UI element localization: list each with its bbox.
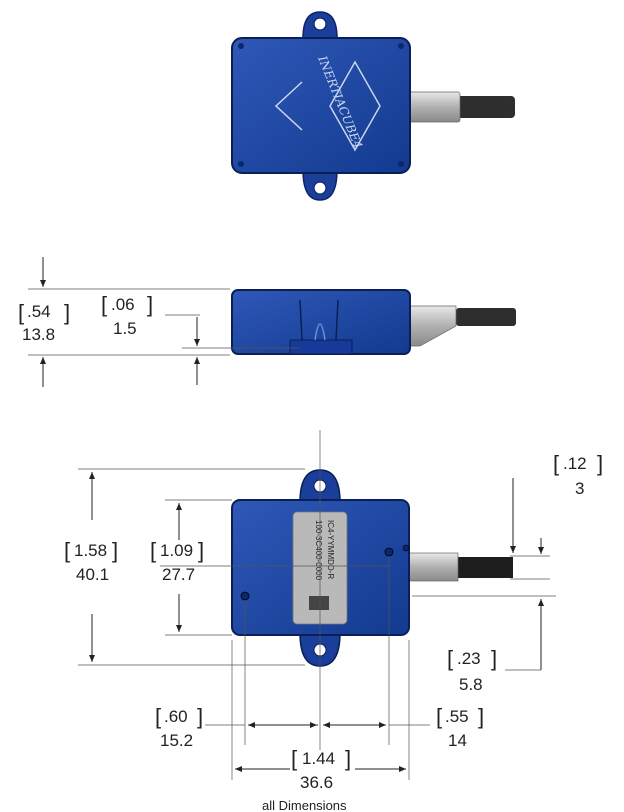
- svg-text:]: ]: [491, 646, 497, 671]
- dim-cable-offset-mm: 5.8: [459, 675, 483, 694]
- device-top-view: 100-3C400-0000 IC4-YYMMDD-R: [231, 469, 513, 667]
- svg-text:[: [: [447, 646, 453, 671]
- dim-width-inch: 1.44: [302, 749, 335, 768]
- svg-text:]: ]: [478, 704, 484, 729]
- dim-flange-mm: 1.5: [113, 319, 137, 338]
- dim-overall-length: [ ] 1.58 40.1: [64, 538, 118, 584]
- dim-left-hole-inch: .60: [164, 707, 188, 726]
- svg-text:[: [: [150, 538, 156, 563]
- dim-right-hole: [ ] .55 14: [436, 704, 484, 750]
- device-iso-view: INERTIACUBE4: [231, 11, 515, 201]
- dim-cable-dia-inch: .12: [563, 454, 587, 473]
- plan-connector: [407, 552, 459, 582]
- svg-text:]: ]: [197, 704, 203, 729]
- dim-cable-offset-inch: .23: [457, 649, 481, 668]
- dim-body-length-inch: 1.09: [160, 541, 193, 560]
- device-side-view: [231, 289, 516, 355]
- side-flange: [289, 339, 353, 355]
- side-cable: [456, 308, 516, 326]
- cable: [455, 96, 515, 118]
- svg-text:]: ]: [597, 451, 603, 476]
- dim-flange-inch: .06: [111, 295, 135, 314]
- side-rib: [299, 299, 339, 341]
- corner-screw: [238, 43, 244, 49]
- svg-text:]: ]: [198, 538, 204, 563]
- corner-screw: [398, 43, 404, 49]
- dim-width: [ ] 1.44 36.6: [291, 746, 351, 792]
- svg-text:[: [: [18, 300, 24, 325]
- dim-overall-length-inch: 1.58: [74, 541, 107, 560]
- label-barcode: [309, 596, 329, 610]
- drawing-caption: all Dimensions: [262, 798, 347, 812]
- svg-text:]: ]: [112, 538, 118, 563]
- svg-text:[: [: [101, 292, 107, 317]
- svg-text:]: ]: [147, 292, 153, 317]
- dim-overall-length-mm: 40.1: [76, 565, 109, 584]
- dim-body-length-mm: 27.7: [162, 565, 195, 584]
- svg-text:[: [: [291, 746, 297, 771]
- dim-flange: [ ] .06 1.5: [101, 292, 153, 338]
- mounting-hole-bottom: [313, 181, 327, 195]
- label-part-number: 100-3C400-0000: [314, 520, 323, 581]
- dim-height: [ ] .54 13.8: [18, 300, 70, 344]
- corner-screw: [398, 161, 404, 167]
- mounting-hole-top: [313, 17, 327, 31]
- svg-text:[: [: [553, 451, 559, 476]
- corner-screw: [238, 161, 244, 167]
- svg-text:[: [: [155, 704, 161, 729]
- dim-left-hole: [ ] .60 15.2: [155, 704, 203, 750]
- cable-connector: [407, 91, 461, 123]
- plan-pin-left: [240, 591, 250, 601]
- logo-chevron-left: [274, 81, 303, 131]
- plan-side-screw: [402, 544, 410, 552]
- plan-cable: [455, 557, 513, 578]
- svg-text:[: [: [436, 704, 442, 729]
- side-rib-highlight: [314, 323, 326, 341]
- plan-dimensions: [78, 430, 556, 780]
- side-connector: [407, 305, 457, 347]
- dim-left-hole-mm: 15.2: [160, 731, 193, 750]
- dim-width-mm: 36.6: [300, 773, 333, 792]
- dim-right-hole-inch: .55: [445, 707, 469, 726]
- label-serial: IC4-YYMMDD-R: [326, 520, 335, 579]
- dim-height-mm: 13.8: [22, 325, 55, 344]
- svg-text:]: ]: [64, 300, 70, 325]
- dim-right-hole-mm: 14: [448, 731, 467, 750]
- svg-text:]: ]: [345, 746, 351, 771]
- svg-text:[: [: [64, 538, 70, 563]
- dim-cable-dia: [ ] .12 3: [553, 451, 603, 498]
- logo-diamond: [329, 60, 381, 152]
- dim-cable-offset: [ ] .23 5.8: [447, 646, 497, 694]
- side-dimensions: [28, 257, 300, 387]
- dim-height-inch: .54: [27, 302, 51, 321]
- dim-cable-dia-mm: 3: [575, 479, 584, 498]
- dim-body-length: [ ] 1.09 27.7: [150, 538, 204, 584]
- plan-pin-right: [384, 547, 394, 557]
- device-body: [231, 37, 411, 174]
